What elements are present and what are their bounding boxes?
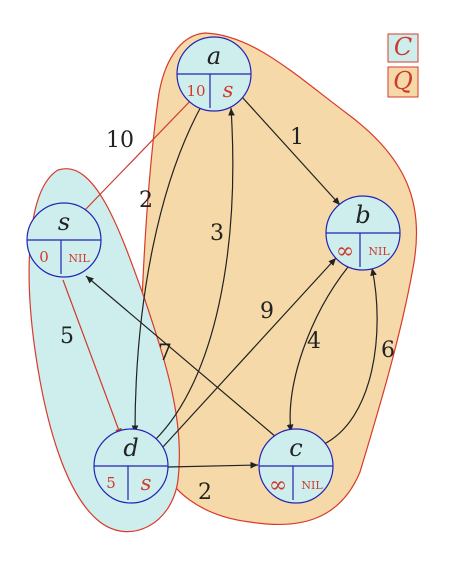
node-name-c: c	[289, 434, 302, 462]
node-name-a: a	[207, 42, 221, 70]
legend-item-c: C	[387, 33, 419, 63]
node-b: b ∞ NIL	[325, 195, 401, 271]
weight-label-b-c: 4	[307, 329, 321, 354]
weight-label-d-a: 3	[210, 221, 224, 246]
edge-d-b	[161, 257, 337, 449]
node-distance-c: ∞	[269, 473, 287, 498]
edge-d-c	[167, 461, 259, 469]
node-distance-d: 5	[106, 474, 116, 492]
node-s: s 0 NIL	[26, 202, 102, 278]
node-parent-c: NIL	[301, 479, 323, 492]
legend-label-c: C	[394, 33, 412, 61]
edge-a-b	[241, 96, 341, 206]
node-distance-s: 0	[39, 248, 49, 266]
weight-label-c-s: 7	[158, 341, 172, 366]
weight-label-c-b: 6	[381, 338, 395, 363]
edge-s-a	[83, 94, 197, 212]
legend-label-q: Q	[393, 67, 413, 95]
edge-c-s	[85, 275, 277, 438]
weight-label-d-c: 2	[198, 480, 212, 505]
edge-b-c	[286, 266, 349, 433]
edge-s-d	[62, 279, 122, 437]
edge-d-a	[154, 107, 235, 441]
node-parent-s: NIL	[68, 252, 90, 265]
legend-item-q: Q	[387, 66, 419, 98]
node-parent-b: NIL	[368, 245, 390, 258]
node-c: c ∞ NIL	[258, 428, 334, 504]
node-name-b: b	[355, 201, 370, 229]
node-name-d: d	[123, 434, 138, 462]
node-distance-b: ∞	[336, 239, 354, 264]
weight-label-a-b: 1	[290, 125, 304, 150]
node-d: d 5 s	[93, 428, 169, 504]
node-parent-a: s	[223, 78, 234, 102]
weight-label-s-d: 5	[60, 324, 74, 349]
node-name-s: s	[58, 208, 70, 236]
edges	[62, 94, 378, 469]
region-q	[140, 32, 418, 526]
edge-c-b	[321, 267, 378, 446]
node-distance-a: 10	[186, 82, 205, 100]
legend: C Q	[387, 33, 419, 98]
edge-weights: 10 1 2 3 5 7 9 4 6 2	[60, 125, 395, 505]
weight-label-s-a: 10	[106, 128, 134, 153]
weight-label-d-b: 9	[260, 299, 274, 324]
node-parent-d: s	[141, 471, 152, 495]
edge-a-d	[131, 102, 204, 434]
weight-label-a-d: 2	[139, 188, 153, 213]
node-a: a 10 s	[176, 36, 252, 112]
